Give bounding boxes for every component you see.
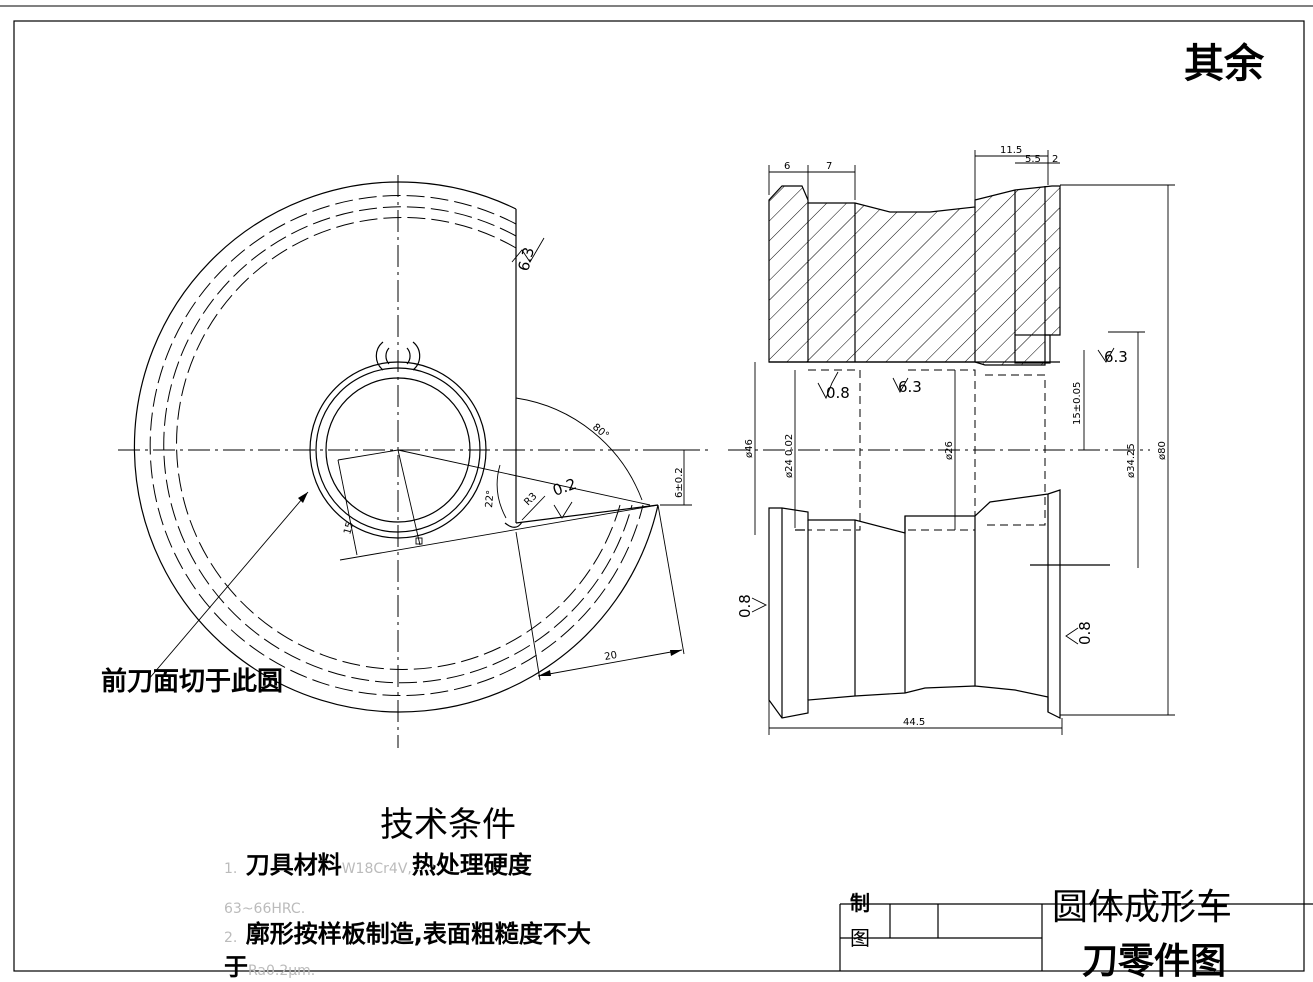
svg-text:5.5: 5.5 bbox=[1025, 154, 1041, 165]
svg-text:R3: R3 bbox=[522, 491, 539, 508]
tech-note-2-number: 2. bbox=[224, 930, 238, 946]
drawing-title-line1: 圆体成形车 bbox=[1052, 887, 1233, 928]
tech-note-1-number: 1. bbox=[224, 861, 238, 877]
tech-note-1-text: 刀具材料 bbox=[245, 851, 342, 879]
svg-text:15±0.05: 15±0.05 bbox=[1072, 382, 1083, 425]
tech-note-2: 2. 廓形按样板制造,表面粗糙度不大 bbox=[224, 922, 591, 946]
rake-face-label: 前刀面切于此圆 bbox=[101, 667, 284, 697]
tech-note-1-hardness: 63~66HRC. bbox=[224, 901, 306, 917]
svg-text:ø24 0.02: ø24 0.02 bbox=[784, 434, 795, 478]
svg-text:15: 15 bbox=[342, 521, 356, 536]
svg-text:6.3: 6.3 bbox=[514, 245, 538, 273]
svg-text:0.8: 0.8 bbox=[1076, 621, 1094, 645]
svg-text:6.3: 6.3 bbox=[898, 378, 922, 396]
tech-note-1-cont: 63~66HRC. bbox=[224, 893, 305, 917]
svg-text:ø46: ø46 bbox=[744, 439, 755, 458]
tech-note-1-rest: 热处理硬度 bbox=[411, 851, 532, 879]
drawing-title-line2: 刀零件图 bbox=[1082, 941, 1227, 982]
left-view: 80° 22° R3 15 20 6±0.2 6.3 0.2 bbox=[118, 175, 712, 748]
tech-note-2-spec: Ra0.2μm. bbox=[248, 963, 316, 979]
tech-note-2-text-cont: 于 bbox=[224, 953, 248, 981]
svg-text:11.5: 11.5 bbox=[1000, 145, 1022, 156]
svg-text:6.3: 6.3 bbox=[1104, 348, 1128, 366]
svg-text:6: 6 bbox=[784, 161, 790, 172]
svg-text:80°: 80° bbox=[590, 422, 611, 442]
tech-note-2-text: 廓形按样板制造,表面粗糙度不大 bbox=[245, 920, 591, 948]
technical-conditions-heading: 技术条件 bbox=[380, 805, 516, 845]
svg-text:ø80: ø80 bbox=[1157, 441, 1168, 460]
svg-text:0.8: 0.8 bbox=[826, 384, 850, 402]
svg-text:7: 7 bbox=[826, 161, 832, 172]
svg-text:ø34.25: ø34.25 bbox=[1126, 443, 1137, 478]
svg-text:20: 20 bbox=[604, 650, 618, 663]
svg-text:6±0.2: 6±0.2 bbox=[674, 467, 685, 498]
svg-text:0.8: 0.8 bbox=[736, 594, 754, 618]
right-view: 6 7 11.5 5.5 2 ø80 ø34.25 15±0.05 ø46 ø2… bbox=[728, 145, 1175, 735]
tech-note-1: 1. 刀具材料W18Cr4V,热处理硬度 bbox=[224, 853, 532, 877]
other-surfaces-note: 其余 bbox=[1184, 41, 1264, 87]
tech-note-1-spec: W18Cr4V, bbox=[341, 861, 412, 877]
drawing-label: 图 bbox=[850, 926, 870, 950]
made-by-label: 制 bbox=[850, 891, 870, 915]
svg-text:0.2: 0.2 bbox=[550, 475, 579, 500]
title-block-lines bbox=[839, 903, 1313, 971]
svg-text:2: 2 bbox=[1052, 154, 1058, 165]
tech-note-2-cont: 于Ra0.2μm. bbox=[224, 955, 315, 979]
svg-text:22°: 22° bbox=[484, 490, 497, 509]
svg-text:44.5: 44.5 bbox=[903, 717, 925, 728]
svg-text:ø26: ø26 bbox=[944, 441, 955, 460]
